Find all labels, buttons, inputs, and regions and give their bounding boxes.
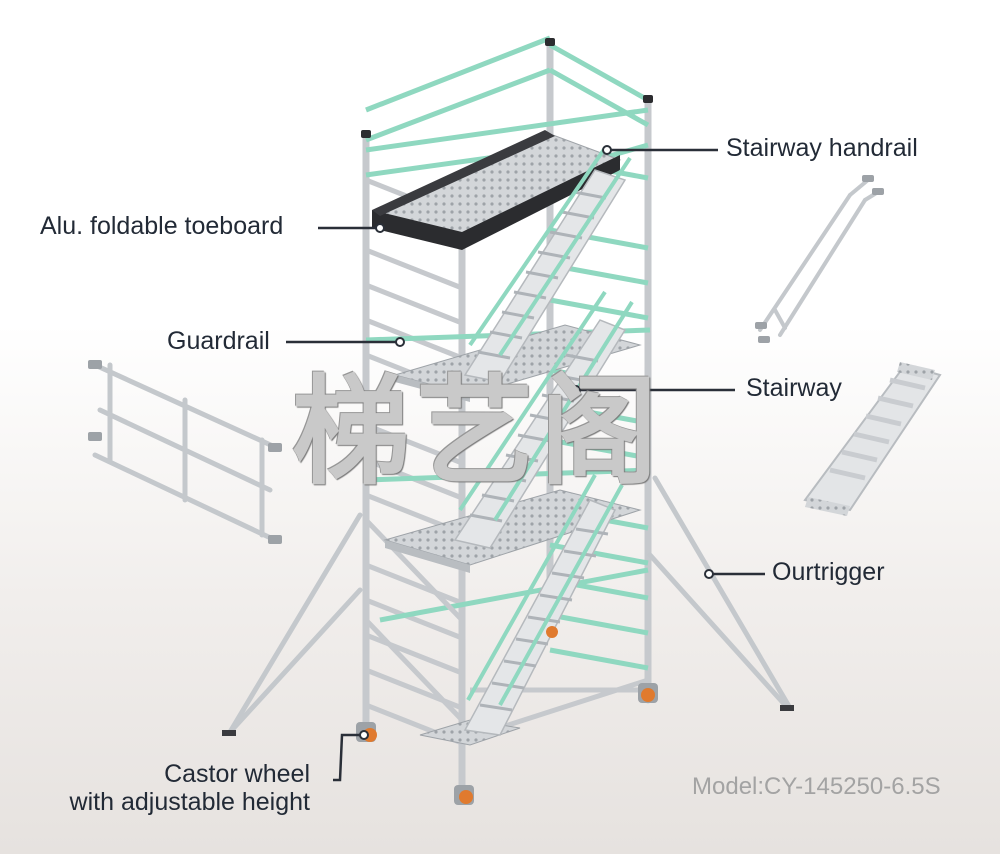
castor-wheels (356, 626, 658, 805)
outriggers (227, 475, 793, 735)
stairway-handrail-hooks (755, 175, 884, 343)
scaffold-tower (361, 35, 653, 804)
label-castor-wheel: Castor wheel with adjustable height (10, 760, 310, 816)
label-outrigger: Ourtrigger (772, 558, 885, 586)
top-platform (372, 130, 622, 250)
label-castor-line2: with adjustable height (69, 788, 310, 816)
castor-wheel-back (546, 626, 558, 638)
stairway-handrail-detail (758, 178, 880, 337)
label-stairway-handrail: Stairway handrail (726, 134, 918, 162)
leader-lines (286, 148, 765, 782)
guardrail-frame-hooks (88, 360, 282, 544)
label-toeboard: Alu. foldable toeboard (40, 212, 284, 240)
label-guardrail: Guardrail (167, 327, 270, 355)
leader-dots (359, 145, 714, 740)
castor-wheel-right (638, 683, 658, 703)
stairway-detail (803, 362, 942, 516)
guardrail-frame-detail (92, 362, 278, 543)
model-number: Model:CY-145250-6.5S (692, 773, 941, 800)
label-castor-line1: Castor wheel (164, 760, 310, 788)
stair-handrails (458, 146, 634, 706)
castor-wheel-front (454, 785, 474, 805)
brand-watermark: 梯艺阁 (292, 363, 665, 501)
label-stairway: Stairway (746, 374, 842, 402)
standard-caps (361, 38, 653, 138)
outrigger-feet (222, 705, 794, 736)
